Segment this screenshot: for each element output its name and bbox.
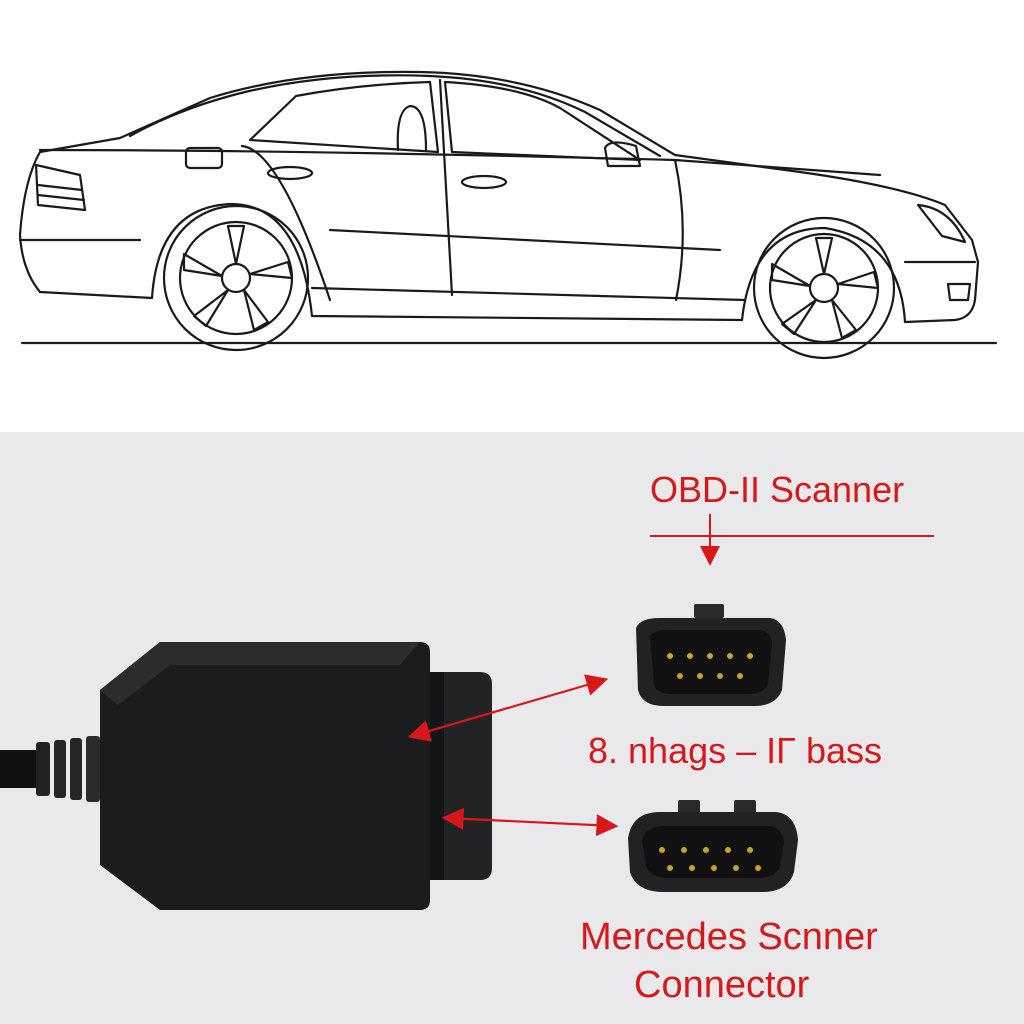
scanner-cable [0, 736, 100, 802]
headlight [916, 203, 967, 244]
lower-connection-arrow [441, 807, 619, 837]
fog-light [946, 282, 972, 302]
connector-label-line1: Mercedes Scnner [580, 916, 878, 958]
beltline [38, 148, 882, 177]
front-wheel [752, 216, 896, 360]
mercedes-connector-icon [628, 800, 798, 892]
rocker-panel [310, 286, 747, 302]
side-mirror [603, 141, 642, 168]
front-door-handle [460, 174, 508, 190]
rear-door-edge [240, 144, 332, 302]
door-pillar [438, 78, 454, 297]
headrest [396, 104, 428, 152]
fuel-cap [184, 146, 224, 170]
front-window [443, 80, 642, 162]
roof-line [128, 74, 662, 158]
sedan-line-art [18, 70, 998, 360]
connector-label-line2: Connector [634, 964, 810, 1006]
car-illustration-panel [0, 0, 1024, 430]
obd-scanner-label: OBD-II Scanner [650, 469, 905, 510]
rear-window [248, 80, 440, 154]
rear-wheel [162, 204, 310, 352]
tail-light [34, 163, 87, 212]
diagnostic-socket-icon [636, 604, 786, 706]
side-molding [328, 228, 722, 252]
upper-connection-arrow [407, 674, 609, 742]
front-door-edge [673, 158, 684, 302]
rear-door-handle [266, 165, 314, 181]
car-body-outline [18, 70, 980, 324]
pin-annotation-label: 8. nhags – IΓ bass [588, 730, 883, 771]
obd-plug-icon [100, 642, 492, 910]
